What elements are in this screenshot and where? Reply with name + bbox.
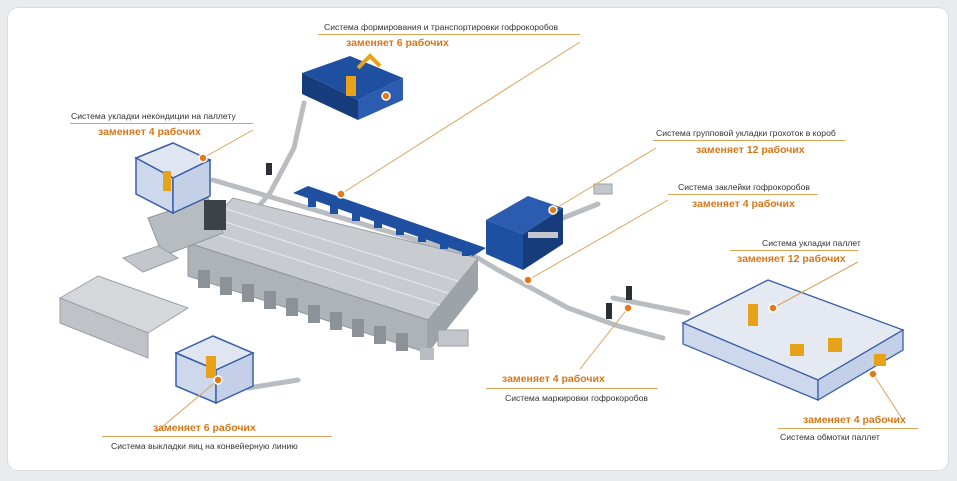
- forming-rule: [318, 34, 580, 35]
- group-packing-replaces: заменяет 12 рабочих: [696, 144, 805, 156]
- group-packing-rule: [653, 140, 845, 141]
- nonstandard-replaces: заменяет 4 рабочих: [98, 126, 201, 138]
- box-forming-station: [302, 53, 403, 120]
- sealing-replaces: заменяет 4 рабочих: [692, 198, 795, 210]
- robot-arm-icon: [163, 171, 171, 191]
- conveyor-network: [210, 100, 691, 391]
- egg-grader-machine: [147, 197, 479, 354]
- sealing-rule: [668, 194, 818, 195]
- palletizing-replaces: заменяет 12 рабочих: [737, 253, 846, 265]
- nonstandard-pallet-cell: [134, 142, 212, 215]
- forming-replaces: заменяет 6 рабочих: [346, 37, 449, 49]
- wrapping-label: Система обмотки паллет: [780, 432, 880, 442]
- marking-rule: [486, 388, 658, 389]
- egg-loading-replaces: заменяет 6 рабочих: [153, 422, 256, 434]
- diagram-frame: Система формирования и транспортировки г…: [8, 8, 948, 470]
- callout-pointer-lines: [155, 41, 904, 433]
- egg-loading-label: Система выкладки яиц на конвейерную лини…: [111, 441, 298, 451]
- egg-washer-equipment: [58, 245, 190, 359]
- marking-station: [266, 163, 632, 360]
- sealing-label: Система заклейки гофрокоробов: [678, 182, 810, 192]
- nonstandard-rule: [70, 123, 253, 124]
- group-packing-label: Система групповой укладки грохоток в кор…: [656, 128, 836, 138]
- marking-label: Система маркировки гофрокоробов: [505, 393, 648, 403]
- egg-loading-rule: [102, 436, 332, 437]
- forming-conveyor: [293, 186, 486, 256]
- robot-arm-icon-2: [206, 356, 216, 378]
- palletizing-label: Система укладки паллет: [762, 238, 861, 248]
- nonstandard-label: Система укладки некондиции на паллету: [71, 111, 236, 121]
- marking-replaces: заменяет 4 рабочих: [502, 373, 605, 385]
- palletizing-cell: [681, 279, 905, 402]
- factory-line-illustration: [58, 41, 905, 433]
- wrapping-replaces: заменяет 4 рабочих: [803, 414, 906, 426]
- forming-label: Система формирования и транспортировки г…: [324, 22, 559, 32]
- pallet-boxes: [748, 304, 886, 366]
- palletizing-rule: [730, 250, 858, 251]
- callout-markers: [198, 91, 878, 385]
- wrapping-rule: [778, 428, 918, 429]
- group-packing-machine: [486, 183, 613, 270]
